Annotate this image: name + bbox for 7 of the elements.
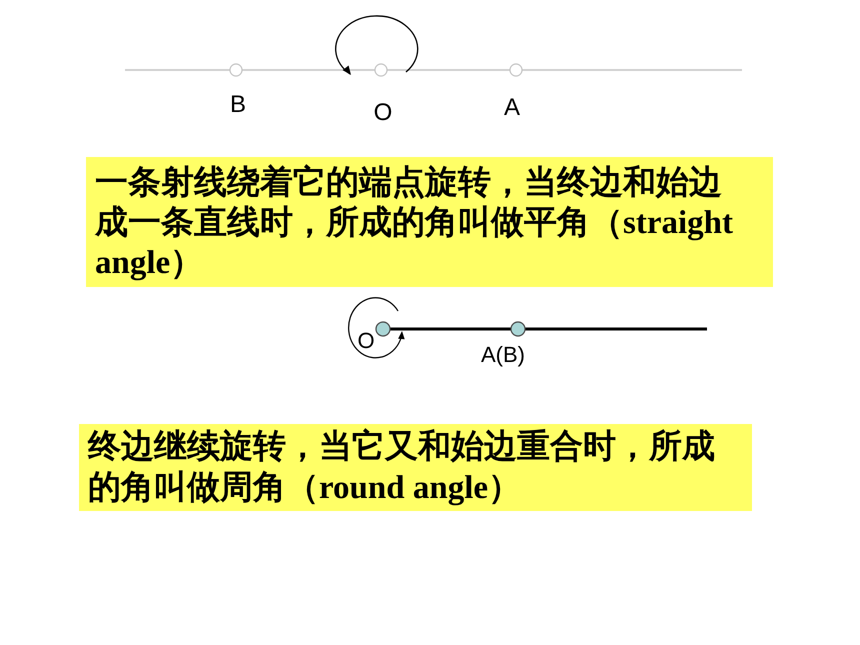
point-label: A(B) — [481, 344, 525, 366]
point-label: O — [357, 330, 375, 352]
point-label: A — [504, 96, 520, 120]
point-label: O — [374, 101, 392, 125]
definition-box: 终边继续旋转，当它又和始边重合时，所成的角叫做周角（round angle） — [79, 424, 752, 511]
point-label: B — [230, 93, 246, 117]
definition-box: 一条射线绕着它的端点旋转，当终边和始边成一条直线时，所成的角叫做平角（straight angle） — [86, 157, 773, 287]
